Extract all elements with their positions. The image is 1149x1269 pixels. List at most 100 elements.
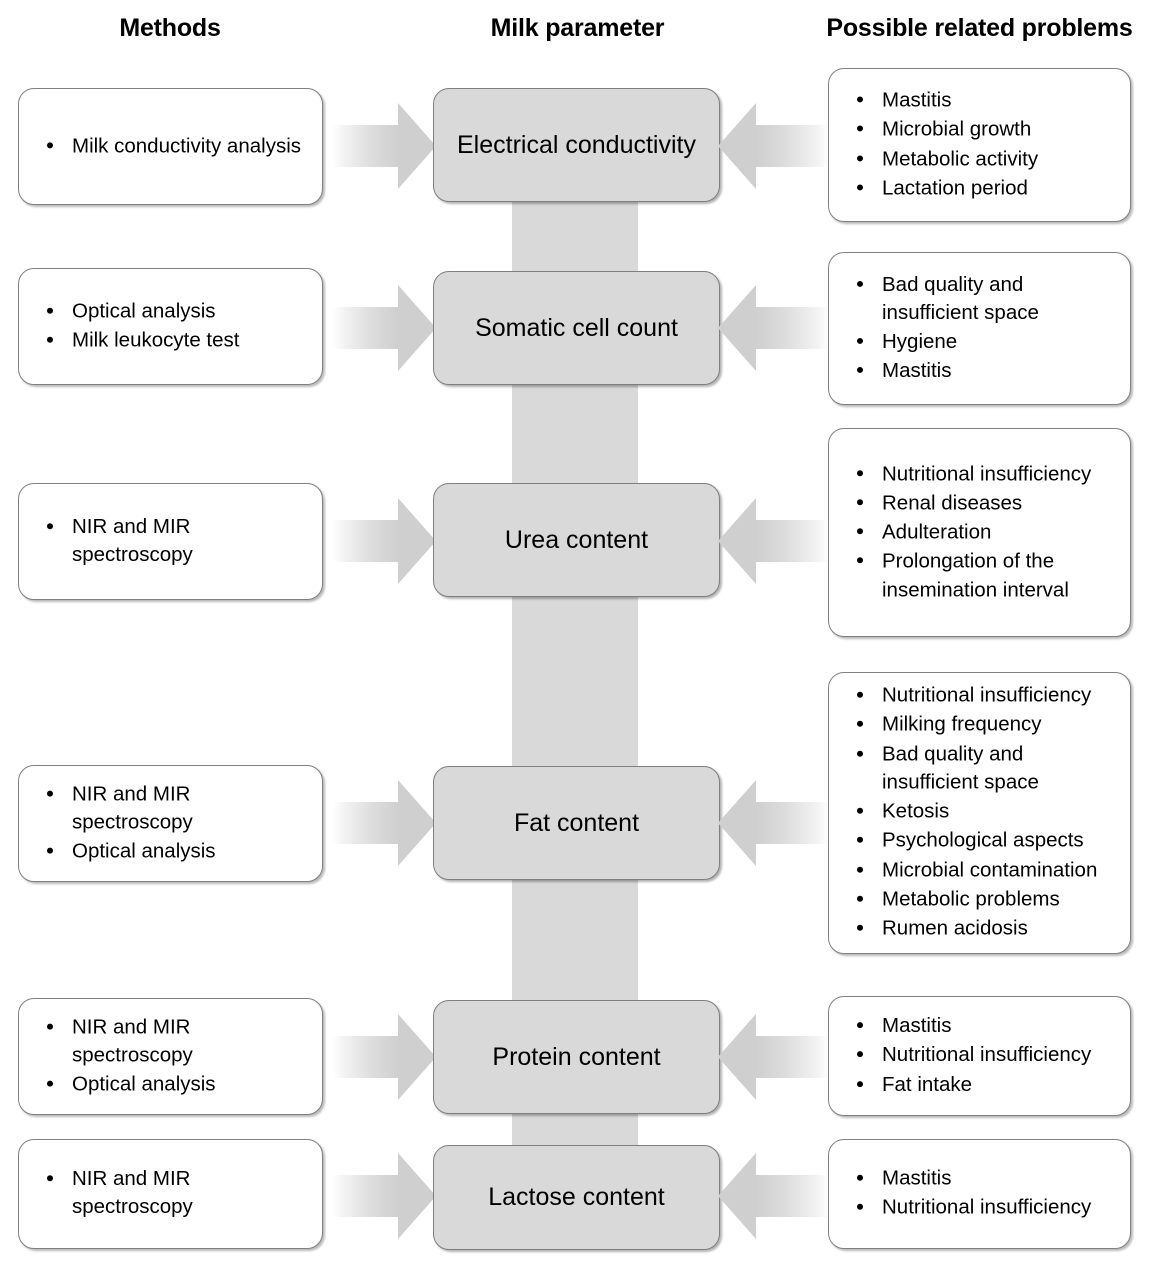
spine-segment-2: [512, 380, 638, 484]
arrow-methods-to-parameter: [333, 285, 436, 371]
arrow-shaft: [756, 802, 830, 844]
list-item: Mastitis: [855, 1165, 1120, 1193]
arrow-shaft: [333, 1175, 398, 1217]
parameter-box-lactose-content[interactable]: Lactose content: [433, 1145, 720, 1250]
parameter-box-electrical-conductivity[interactable]: Electrical conductivity: [433, 88, 720, 202]
arrow-methods-to-parameter: [333, 1014, 436, 1100]
bullet-icon: [857, 807, 863, 814]
list-item: Rumen acidosis: [855, 915, 1120, 943]
arrow-head: [718, 498, 756, 584]
list-item: Optical analysis: [45, 297, 312, 325]
arrow-shaft: [756, 1175, 830, 1217]
arrow-shaft: [333, 1036, 398, 1078]
parameter-box-fat-content[interactable]: Fat content: [433, 766, 720, 880]
parameter-box-protein-content[interactable]: Protein content: [433, 1000, 720, 1114]
list-item: Milking frequency: [855, 711, 1120, 739]
bullet-icon: [857, 1204, 863, 1210]
arrow-head: [718, 780, 756, 866]
parameter-box-somatic-cell-count[interactable]: Somatic cell count: [433, 271, 720, 385]
list-item: Mastitis: [855, 1012, 1120, 1040]
parameter-label: Protein content: [492, 1042, 661, 1071]
methods-box-urea-content[interactable]: NIR and MIR spectroscopy: [18, 483, 323, 600]
list-item: Nutritional insufficiency: [855, 682, 1120, 710]
arrow-problems-to-parameter: [718, 1014, 830, 1100]
arrow-head: [718, 285, 756, 371]
bullet-icon: [857, 469, 863, 476]
list-item: Prolongation of the insemination interva…: [855, 548, 1120, 605]
bullet-icon: [857, 1022, 863, 1029]
bullet-icon: [857, 499, 863, 506]
parameter-label: Lactose content: [488, 1183, 665, 1211]
methods-list: NIR and MIR spectroscopy: [45, 1165, 312, 1223]
arrow-shaft: [756, 307, 830, 349]
list-item: Fat intake: [855, 1071, 1120, 1099]
parameter-label: Electrical conductivity: [457, 130, 696, 159]
list-item: Microbial contamination: [855, 856, 1120, 884]
parameter-label: Urea content: [504, 525, 649, 554]
arrow-head: [398, 285, 436, 371]
arrow-shaft: [756, 520, 830, 562]
problems-list: Nutritional insufficiency Renal diseases…: [855, 460, 1120, 605]
bullet-icon: [47, 1080, 53, 1087]
arrow-methods-to-parameter: [333, 103, 436, 189]
arrow-shaft: [333, 520, 398, 562]
spine-segment-1: [512, 200, 638, 274]
arrow-head: [398, 780, 436, 866]
parameter-box-urea-content[interactable]: Urea content: [433, 483, 720, 597]
list-item: Milk conductivity analysis: [45, 132, 312, 160]
list-item: Bad quality and insufficient space: [855, 270, 1120, 327]
list-item: Optical analysis: [45, 1071, 312, 1099]
arrow-head: [718, 1153, 756, 1239]
methods-box-lactose-content[interactable]: NIR and MIR spectroscopy: [18, 1139, 323, 1249]
problems-box-protein-content[interactable]: Mastitis Nutritional insufficiency Fat i…: [828, 996, 1131, 1116]
problems-box-electrical-conductivity[interactable]: Mastitis Microbial growth Metabolic acti…: [828, 68, 1131, 222]
arrow-problems-to-parameter: [718, 780, 830, 866]
arrow-problems-to-parameter: [718, 1153, 830, 1239]
arrow-head: [398, 498, 436, 584]
bullet-icon: [47, 1175, 53, 1182]
problems-box-lactose-content[interactable]: Mastitis Nutritional insufficiency: [828, 1139, 1131, 1249]
bullet-icon: [857, 557, 863, 564]
bullet-icon: [857, 1174, 863, 1181]
column-header-parameter: Milk parameter: [490, 14, 665, 42]
bullet-icon: [857, 96, 863, 103]
list-item: Optical analysis: [45, 838, 312, 866]
bullet-icon: [47, 307, 53, 314]
problems-list: Mastitis Nutritional insufficiency: [855, 1165, 1120, 1224]
arrow-shaft: [333, 802, 398, 844]
arrow-head: [398, 1014, 436, 1100]
list-item: Nutritional insufficiency: [855, 460, 1120, 488]
bullet-icon: [857, 721, 863, 728]
list-item: NIR and MIR spectroscopy: [45, 513, 312, 570]
methods-box-somatic-cell-count[interactable]: Optical analysis Milk leukocyte test: [18, 268, 323, 385]
list-item: Lactation period: [855, 174, 1120, 202]
list-item: Adulteration: [855, 518, 1120, 546]
arrow-head: [398, 103, 436, 189]
arrow-head: [398, 1153, 436, 1239]
bullet-icon: [857, 184, 863, 191]
methods-box-fat-content[interactable]: NIR and MIR spectroscopy Optical analysi…: [18, 765, 323, 882]
problems-box-somatic-cell-count[interactable]: Bad quality and insufficient space Hygie…: [828, 252, 1131, 405]
bullet-icon: [857, 750, 863, 757]
bullet-icon: [47, 141, 53, 148]
problems-box-urea-content[interactable]: Nutritional insufficiency Renal diseases…: [828, 428, 1131, 637]
methods-box-electrical-conductivity[interactable]: Milk conductivity analysis: [18, 88, 323, 205]
methods-box-protein-content[interactable]: NIR and MIR spectroscopy Optical analysi…: [18, 998, 323, 1115]
arrow-shaft: [333, 307, 398, 349]
arrow-problems-to-parameter: [718, 498, 830, 584]
spine-segment-4: [512, 875, 638, 1005]
spine-segment-3: [512, 595, 638, 771]
bullet-icon: [857, 1080, 863, 1087]
list-item: NIR and MIR spectroscopy: [45, 1013, 312, 1070]
methods-list: NIR and MIR spectroscopy Optical analysi…: [45, 1013, 312, 1100]
problems-box-fat-content[interactable]: Nutritional insufficiency Milking freque…: [828, 672, 1131, 954]
arrow-methods-to-parameter: [333, 780, 436, 866]
arrow-head: [718, 103, 756, 189]
problems-list: Mastitis Microbial growth Metabolic acti…: [855, 86, 1120, 203]
list-item: Mastitis: [855, 357, 1120, 385]
list-item: Nutritional insufficiency: [855, 1041, 1120, 1069]
list-item: Renal diseases: [855, 489, 1120, 517]
problems-list: Nutritional insufficiency Milking freque…: [855, 682, 1120, 945]
bullet-icon: [857, 155, 863, 161]
